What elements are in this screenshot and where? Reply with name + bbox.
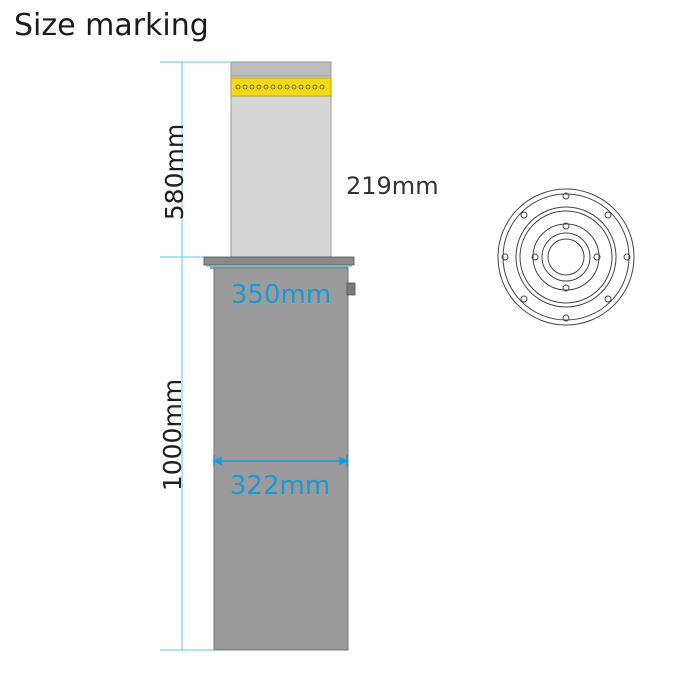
column-diameter-label: 219mm bbox=[346, 172, 439, 200]
reflective-band bbox=[230, 77, 332, 97]
below-ground-height-label: 1000mm bbox=[158, 379, 187, 491]
flange-width-label: 350mm bbox=[231, 280, 331, 310]
flange-top-view bbox=[497, 188, 635, 326]
page-title: Size marking bbox=[14, 8, 209, 43]
base-body bbox=[213, 267, 349, 651]
reflective-dots bbox=[235, 84, 325, 90]
above-ground-height-label: 580mm bbox=[160, 124, 189, 220]
top-flange bbox=[203, 256, 355, 266]
flange-underside bbox=[210, 265, 348, 269]
height-dimension-lines bbox=[160, 61, 232, 651]
body-width-label: 322mm bbox=[230, 471, 330, 501]
side-lug bbox=[346, 282, 356, 296]
column-top-cap bbox=[230, 61, 332, 77]
body-width-dimension bbox=[212, 455, 349, 467]
